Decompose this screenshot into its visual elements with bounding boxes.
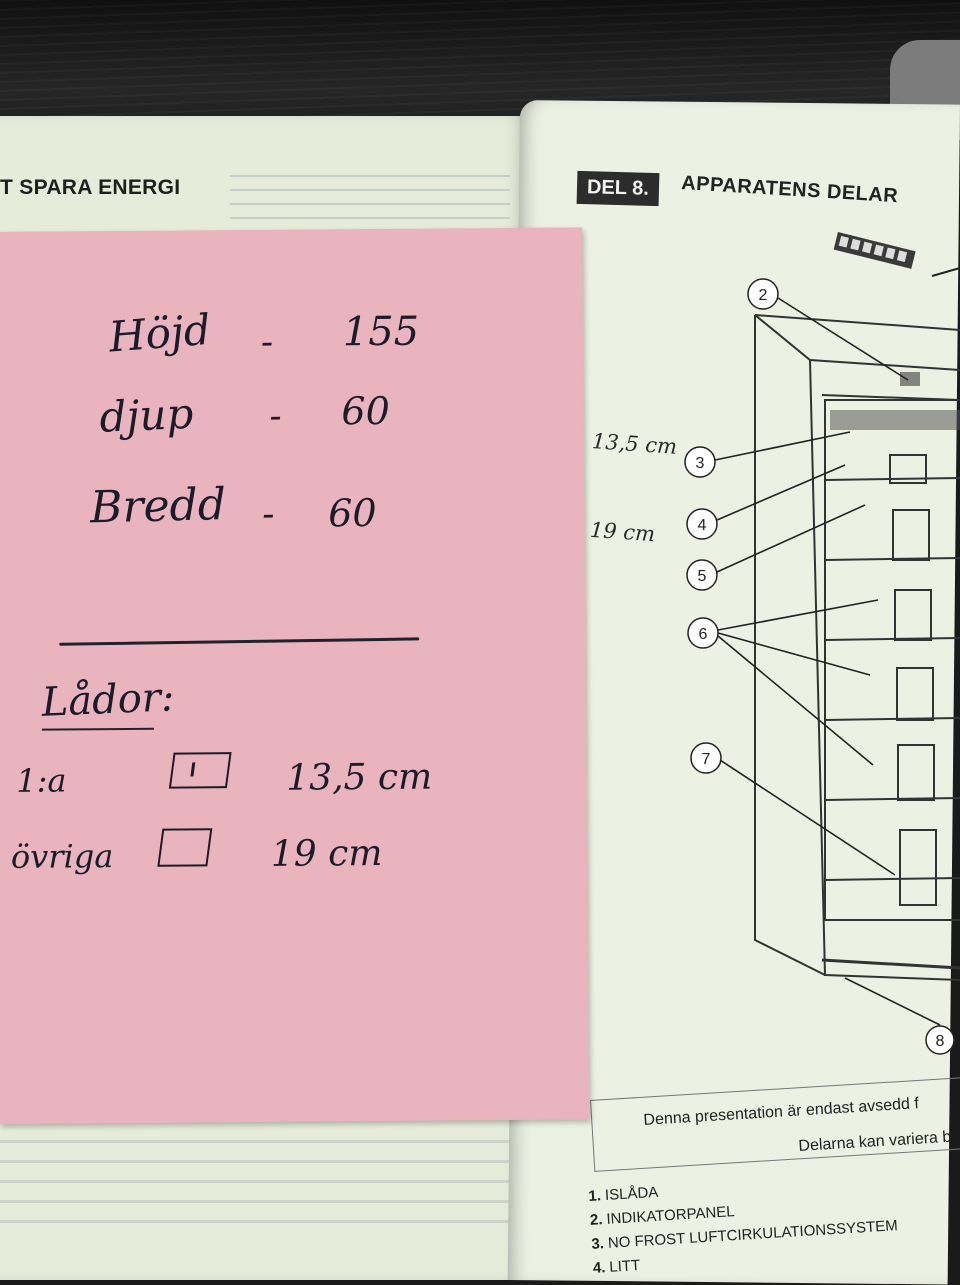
drawer-sketch-icon [157,828,213,867]
dimension-dash: - [269,395,282,437]
callout-8 [925,1025,955,1055]
drawer-sketch-icon [168,752,232,789]
drawer-value-others: 19 cm [270,832,383,875]
dimension-value-width: 60 [328,490,377,536]
callout-4 [686,508,718,540]
cabinet-interior [824,399,960,921]
dimension-dash: - [262,493,275,535]
drawer-label-first: 1:a [16,761,67,800]
sticky-note: Höjd - 155 djup - 60 Bredd - 60 Lådor: 1… [0,227,589,1124]
dimension-label-height: Höjd [107,304,213,362]
drawer-handle-1 [889,454,927,484]
dimension-value-height: 155 [342,308,420,356]
callout-3 [684,446,716,478]
svg-text:4: 4 [698,517,707,534]
svg-text:8: 8 [936,1033,945,1050]
faint-text-block-bottom [0,1140,520,1240]
drawer-label-others: övriga [10,837,114,876]
leader-line [931,267,960,277]
dimension-label-depth: djup [98,388,195,442]
heading-underline [41,727,154,731]
svg-text:3: 3 [696,455,705,472]
handwritten-note-19: 19 cm [589,517,656,547]
cabinet-side [754,315,826,976]
freezer-diagram: 2 3 4 5 6 7 8 [684,232,960,1055]
dimension-value-depth: 60 [341,388,390,434]
callout-2 [747,278,779,310]
svg-text:5: 5 [698,568,707,585]
cabinet-front [809,359,960,981]
parts-list: 1.ISLÅDA 2.INDIKATORPANEL 3.NO FROST LUF… [588,1169,900,1284]
callout-7 [690,742,722,774]
divider-line [59,637,420,646]
svg-text:6: 6 [699,626,708,643]
dimension-dash: - [260,321,274,363]
drawer-value-first: 13,5 cm [286,756,433,799]
callout-5 [686,559,718,591]
section-badge: DEL 8. [576,170,660,207]
svg-text:7: 7 [702,751,711,768]
svg-text:2: 2 [759,287,768,304]
dimension-label-width: Bredd [89,478,227,534]
drawers-heading: Lådor: [40,674,176,726]
ice-tray-illustration [833,232,916,269]
left-page-heading: T SPARA ENERGI [0,176,181,199]
drawer-handle-2 [892,509,930,561]
